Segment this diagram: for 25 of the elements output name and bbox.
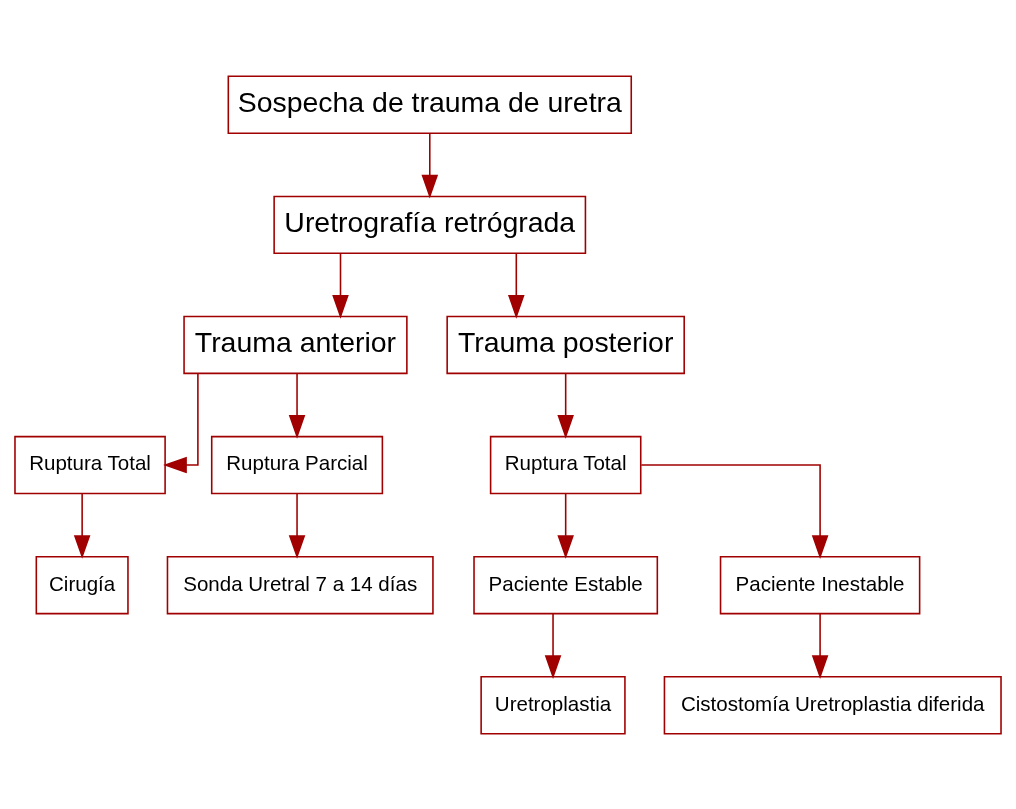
- arrow: [288, 492, 306, 559]
- arrow: [557, 492, 574, 559]
- node-box: Trauma posterior: [446, 315, 685, 374]
- node-box: Ruptura Total: [489, 435, 642, 494]
- arrow: [640, 463, 829, 559]
- arrow: [73, 492, 91, 559]
- node-box: Cirugía: [35, 555, 129, 614]
- node-box: Ruptura Total: [14, 435, 166, 494]
- node-box: Uretrografía retrógrada: [273, 195, 587, 254]
- arrow: [421, 131, 439, 199]
- arrow: [332, 252, 349, 319]
- node-box: Sonda Uretral 7 a 14 días: [166, 555, 434, 614]
- node-box: Ruptura Parcial: [210, 435, 384, 494]
- node-box: Trauma anterior: [183, 315, 408, 374]
- arrow: [508, 252, 525, 319]
- node-box: Sospecha de trauma de uretra: [227, 75, 633, 134]
- arrow: [163, 372, 199, 473]
- arrow: [544, 612, 562, 679]
- arrow: [557, 372, 574, 439]
- node-box: Paciente Estable: [473, 555, 659, 614]
- node-box: Cistostomía Uretroplastia diferida: [663, 675, 1002, 734]
- arrow: [811, 612, 829, 679]
- node-box: Uretroplastia: [480, 675, 626, 734]
- arrow: [288, 372, 306, 439]
- node-box: Paciente Inestable: [719, 555, 921, 614]
